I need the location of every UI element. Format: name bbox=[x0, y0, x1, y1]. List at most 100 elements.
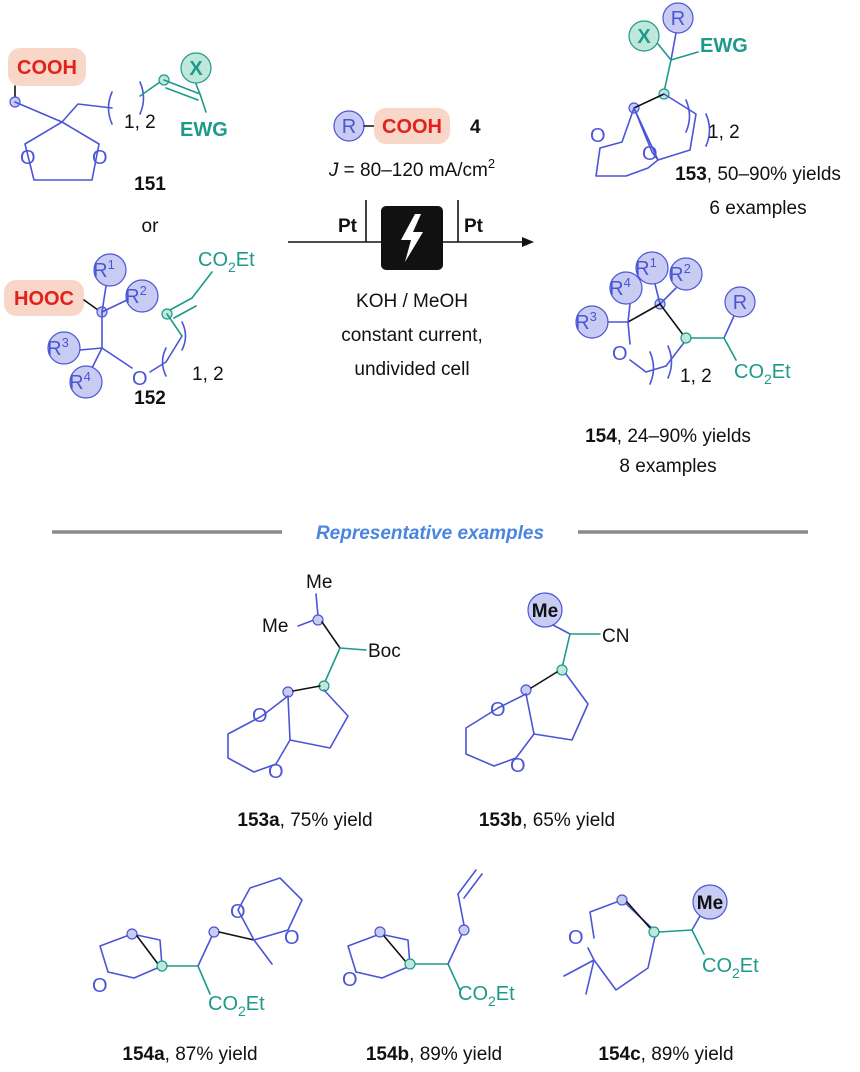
boc-label: Boc bbox=[368, 641, 401, 662]
repeat-label: 1, 2 bbox=[680, 366, 712, 387]
acid-highlight bbox=[8, 48, 86, 86]
radical-dot bbox=[312, 614, 324, 626]
oxygen-atom: O bbox=[20, 147, 36, 169]
repeat-bracket bbox=[139, 81, 145, 115]
oxygen-atom: O bbox=[92, 147, 108, 169]
cathode-label: Pt bbox=[464, 216, 484, 237]
methyl-label: Me bbox=[697, 893, 723, 914]
reagent-acid-label: COOH bbox=[382, 116, 442, 138]
dioxolane-ring bbox=[465, 693, 535, 767]
cell-type: undivided cell bbox=[354, 359, 469, 380]
radical-acceptor-dot bbox=[404, 958, 416, 970]
anode-label: Pt bbox=[338, 216, 358, 237]
r3-circle bbox=[47, 331, 81, 365]
ewg-label: EWG bbox=[700, 35, 748, 57]
or-text: or bbox=[142, 216, 160, 237]
oxygen-atom: O bbox=[284, 927, 300, 949]
reagent-id: 4 bbox=[470, 117, 481, 138]
current-density: J = 80–120 mA/cm2 bbox=[328, 156, 495, 181]
compound-id-152: 152 bbox=[134, 388, 166, 409]
ewg-label: EWG bbox=[180, 119, 228, 141]
repeat-bracket bbox=[705, 113, 711, 147]
cyclopentane-ring bbox=[287, 689, 349, 749]
acid-label: HOOC bbox=[14, 288, 74, 310]
r1-label: R1 bbox=[93, 257, 115, 282]
repeat-bracket bbox=[685, 99, 691, 133]
ester-label: CO2Et bbox=[198, 249, 255, 275]
r2-label: R2 bbox=[669, 261, 691, 286]
ester-label: CO2Et bbox=[208, 993, 265, 1019]
oxygen-atom: O bbox=[510, 755, 526, 777]
oxygen-atom: O bbox=[568, 927, 584, 949]
product-153-yield: 153, 50–90% yields bbox=[675, 164, 841, 185]
oxane-ring bbox=[593, 899, 657, 991]
dioxolane-ring bbox=[24, 121, 100, 181]
x-label: X bbox=[637, 26, 651, 48]
example-154b: O CO2Et 154b, 89% yield bbox=[342, 869, 515, 1065]
product-154-examples: 8 examples bbox=[619, 456, 716, 477]
ester-label: CO2Et bbox=[702, 955, 759, 981]
acid-highlight bbox=[374, 108, 450, 144]
acid-label: COOH bbox=[17, 57, 77, 79]
oxygen-atom: O bbox=[342, 969, 358, 991]
repeat-bracket bbox=[161, 347, 167, 377]
current-mode: constant current, bbox=[341, 325, 483, 346]
r3-label: R3 bbox=[575, 309, 597, 334]
radical-dot bbox=[374, 926, 386, 938]
reaction-conditions: R COOH 4 J = 80–120 mA/cm2 Pt Pt KOH / M… bbox=[288, 108, 534, 380]
cyano-label: CN bbox=[602, 626, 629, 647]
r4-circle bbox=[609, 271, 643, 305]
section-divider: Representative examples bbox=[52, 523, 808, 544]
radical-dot bbox=[208, 926, 220, 938]
r4-circle bbox=[69, 365, 103, 399]
cyclopentane-ring bbox=[633, 93, 697, 161]
radical-acceptor-dot bbox=[556, 664, 568, 676]
dioxolane-ring bbox=[227, 695, 291, 773]
methyl-label: Me bbox=[262, 616, 288, 637]
ester-label: CO2Et bbox=[458, 983, 515, 1009]
product-154-yield: 154, 24–90% yields bbox=[585, 426, 751, 447]
radical-dot bbox=[616, 894, 628, 906]
example-153b: Me CN O O 153b, 65% yield bbox=[465, 592, 629, 831]
oxygen-atom: O bbox=[92, 975, 108, 997]
r4-label: R4 bbox=[69, 369, 91, 394]
r4-label: R4 bbox=[609, 275, 631, 300]
example-154c: O Me CO2Et 154c, 89% yield bbox=[563, 884, 759, 1065]
example-154b-caption: 154b, 89% yield bbox=[366, 1044, 502, 1065]
x-label: X bbox=[189, 58, 203, 80]
product-153: X R EWG 1, 2 O O 153, 50–90% yields 6 ex… bbox=[590, 2, 841, 219]
r2-circle bbox=[125, 279, 159, 313]
oxygen-atom: O bbox=[268, 761, 284, 783]
repeat-label: 1, 2 bbox=[124, 112, 156, 133]
radical-acceptor-dot bbox=[680, 332, 692, 344]
lightning-bolt-icon bbox=[401, 214, 423, 262]
example-153a-caption: 153a, 75% yield bbox=[237, 810, 372, 831]
ester-label: CO2Et bbox=[734, 361, 791, 387]
reagent-r-label: R bbox=[342, 116, 356, 138]
oxygen-atom: O bbox=[132, 368, 148, 390]
base-solvent: KOH / MeOH bbox=[356, 291, 468, 312]
radical-acceptor-dot bbox=[648, 926, 660, 938]
methyl-label: Me bbox=[306, 572, 332, 593]
r2-label: R2 bbox=[125, 283, 147, 308]
example-154a-caption: 154a, 87% yield bbox=[122, 1044, 257, 1065]
r3-label: R3 bbox=[47, 335, 69, 360]
example-154a: O CO2Et O O 154a, 87% yield bbox=[92, 877, 303, 1065]
oxygen-atom: O bbox=[612, 343, 628, 365]
repeat-bracket bbox=[107, 91, 113, 125]
radical-dot bbox=[458, 924, 470, 936]
acid-highlight bbox=[4, 280, 84, 316]
product-153-examples: 6 examples bbox=[709, 198, 806, 219]
r2-circle bbox=[669, 257, 703, 291]
repeat-label: 1, 2 bbox=[192, 364, 224, 385]
oxygen-atom: O bbox=[642, 143, 658, 165]
r-substituent-circle bbox=[662, 2, 694, 34]
cyclopentane-ring bbox=[525, 673, 589, 741]
methyl-circle bbox=[692, 884, 728, 920]
r1-circle bbox=[93, 253, 127, 287]
repeat-bracket bbox=[649, 351, 655, 385]
repeat-bracket bbox=[667, 345, 673, 379]
reactant-152: CO2Et HOOC R1 R2 R3 R4 O 1, 2 152 bbox=[4, 249, 255, 409]
r-label: R bbox=[733, 292, 747, 314]
